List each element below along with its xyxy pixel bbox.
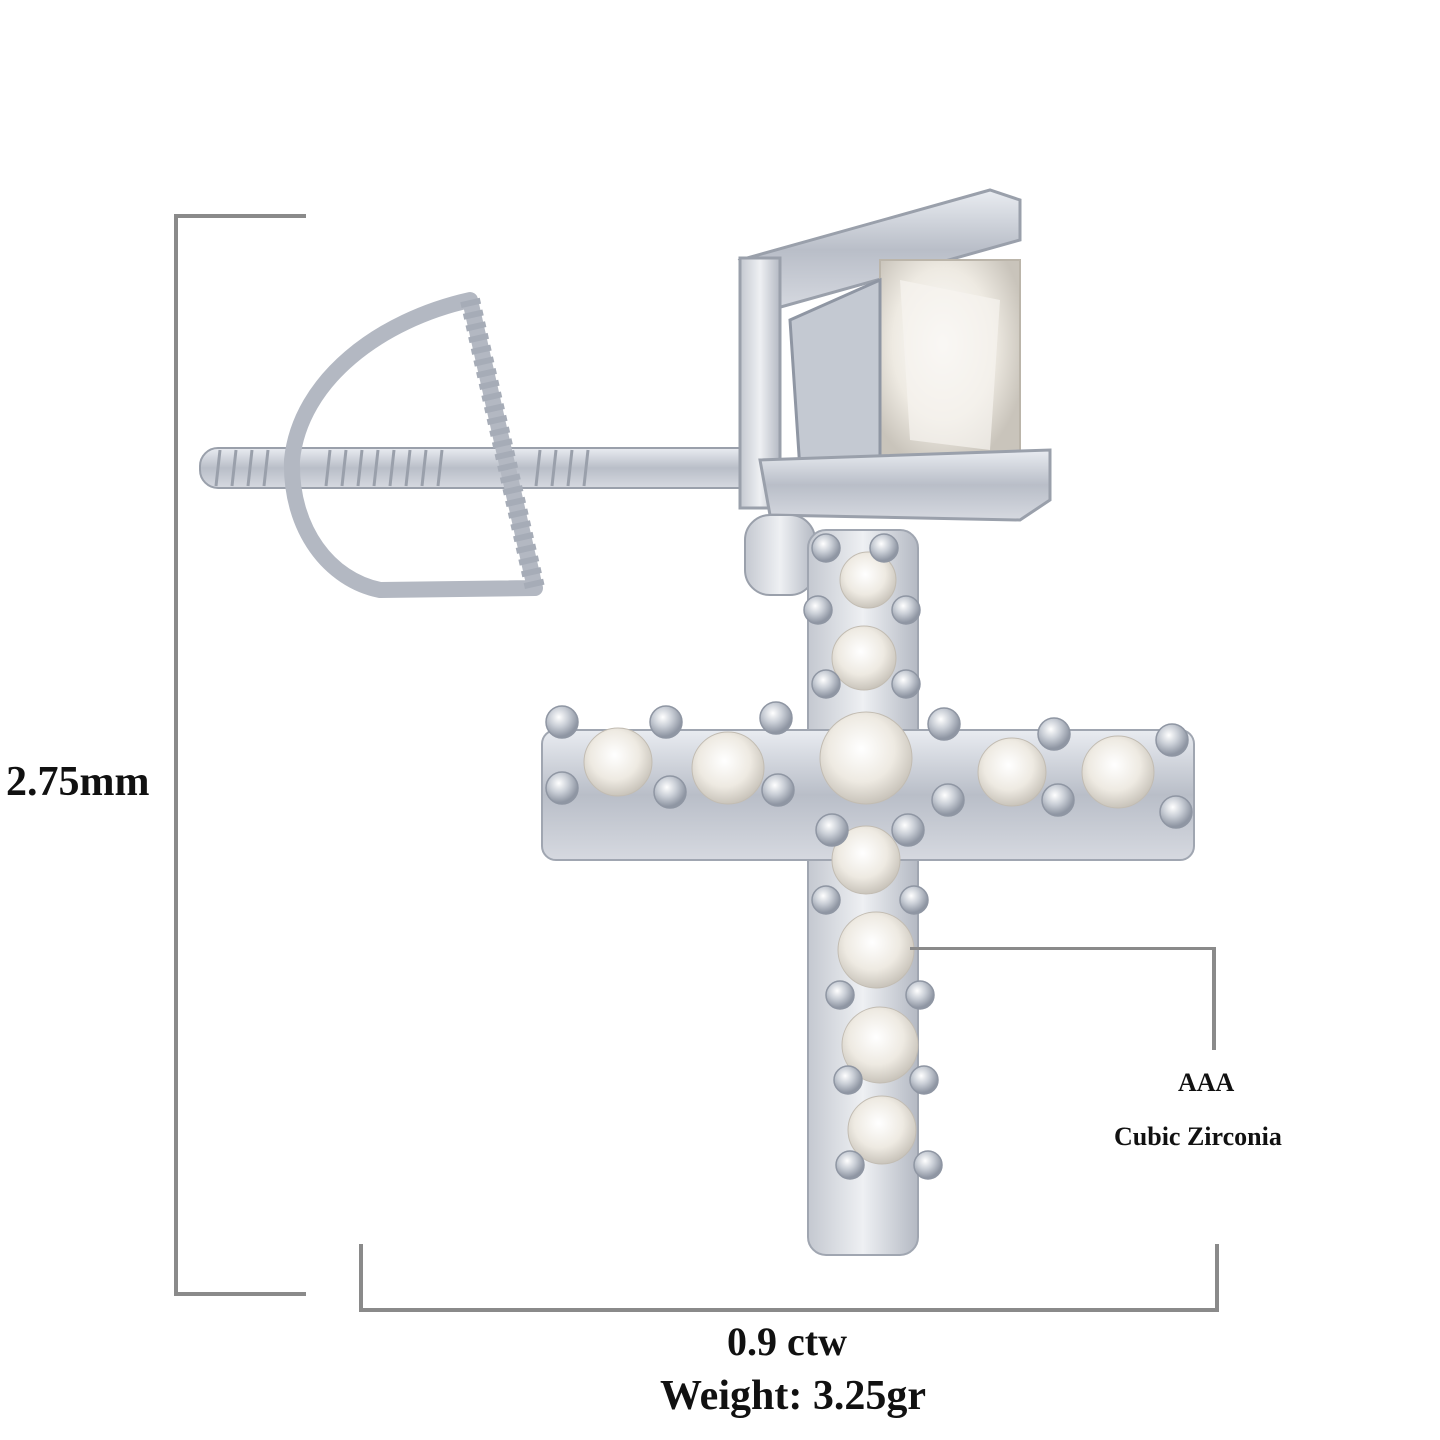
- stone-grade-label: AAA: [1178, 1068, 1235, 1097]
- bail: [744, 514, 816, 596]
- stone-type-label: Cubic Zirconia: [1114, 1122, 1282, 1151]
- height-dimension-line: [174, 214, 306, 1296]
- height-label: 2.75mm: [6, 759, 150, 805]
- stud-setting: [737, 188, 1052, 522]
- width-dimension-line: [359, 1244, 1219, 1312]
- cross-pendant: [541, 529, 1195, 1256]
- cz-stone: [583, 551, 1155, 1165]
- weight-label: Weight: 3.25gr: [660, 1373, 926, 1419]
- ctw-label: 0.9 ctw: [727, 1319, 847, 1364]
- stone-callout-line: [910, 947, 1216, 1050]
- screw-back: [283, 292, 545, 598]
- screw-post: [199, 447, 761, 489]
